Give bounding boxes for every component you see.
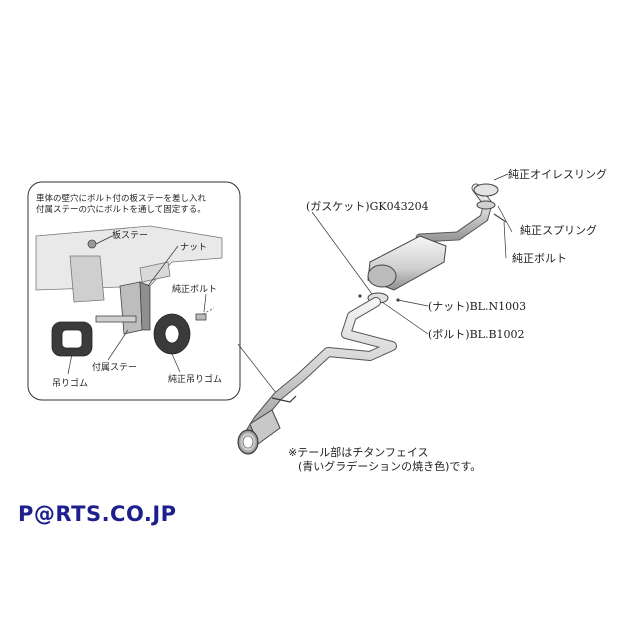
inset-pointer xyxy=(237,343,281,399)
tail-hanger xyxy=(271,395,297,403)
tail-note-line2: (青いグラデーションの焼き色)です。 xyxy=(298,460,482,473)
label-nut: ナット xyxy=(180,243,208,253)
flange-bolt-left xyxy=(358,294,362,298)
inset-hanger-rubber xyxy=(51,321,93,357)
label-included-stay: 付属ステー xyxy=(92,363,138,373)
callout-oem-spring: 純正スプリング xyxy=(520,224,597,237)
inset-stay-bracket xyxy=(95,281,151,335)
tail-pipe xyxy=(244,298,396,440)
tail-tip xyxy=(237,409,281,455)
tail-note-line1: ※テール部はチタンフェイス xyxy=(288,446,429,459)
front-pipe xyxy=(416,184,492,242)
muffler xyxy=(367,235,447,291)
site-logo: P@RTS.CO.JP xyxy=(18,502,177,526)
callout-gasket: (ガスケット)GK043204 xyxy=(306,200,429,213)
callout-leaders xyxy=(311,173,513,335)
inset-body-panel xyxy=(35,225,223,303)
label-inset-oem-bolt: 純正ボルト xyxy=(172,285,218,295)
oem-spring xyxy=(476,200,496,210)
inset-oem-hanger-rubber xyxy=(153,313,191,355)
label-hanger-rubber: 吊りゴム xyxy=(52,379,89,389)
plate-stay-bolt xyxy=(87,239,97,249)
inset-oem-bolt xyxy=(195,307,215,321)
front-flange xyxy=(473,183,499,197)
label-oem-hanger-rubber: 純正吊りゴム xyxy=(168,375,223,385)
callout-nut: (ナット)BL.N1003 xyxy=(428,300,527,313)
callout-bolt: (ボルト)BL.B1002 xyxy=(428,328,525,341)
callout-oem-bolt: 純正ボルト xyxy=(512,252,567,265)
oem-bolt-part xyxy=(493,213,507,223)
inset-instruction: 車体の壁穴にボルト付の板ステーを差し入れ 付属ステーの穴にボルトを通して固定する… xyxy=(36,194,236,216)
inset-instruction-line1: 車体の壁穴にボルト付の板ステーを差し入れ xyxy=(36,194,207,204)
tail-note: ※テール部はチタンフェイス (青いグラデーションの焼き色)です。 xyxy=(288,446,481,474)
label-plate-stay: 板ステー xyxy=(112,231,149,241)
inset-leaders xyxy=(67,235,207,375)
inset-instruction-line2: 付属ステーの穴にボルトを通して固定する。 xyxy=(36,205,206,215)
callout-oem-o-ring: 純正オイレスリング xyxy=(508,168,607,181)
